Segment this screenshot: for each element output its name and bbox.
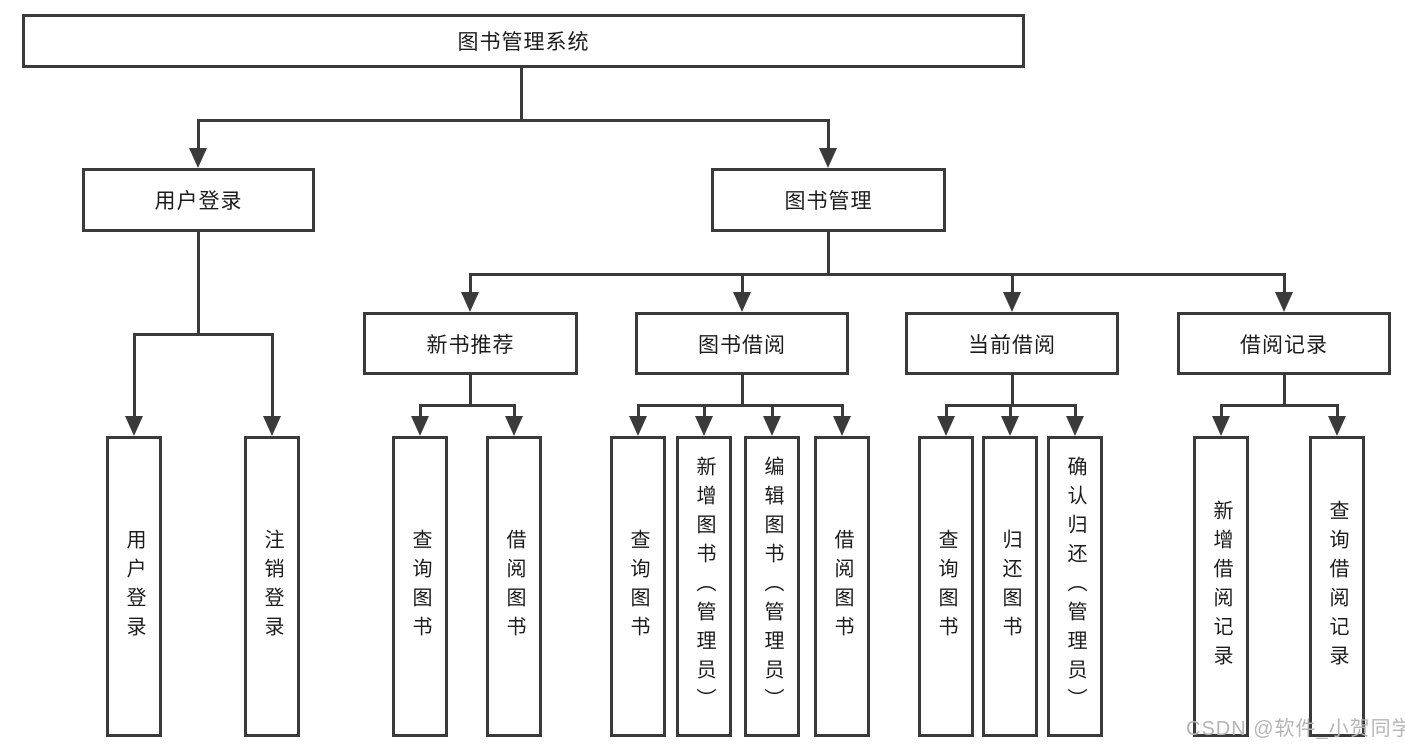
leaf-borrow-borrow-books-label: 借阅图书 — [831, 528, 853, 645]
leaf-records-query-record: 查询借阅记录 — [1309, 436, 1365, 737]
edge-line — [419, 404, 516, 407]
edge-line — [1220, 404, 1339, 407]
edge-line — [841, 404, 844, 416]
leaf-records-add-record-label: 新增借阅记录 — [1210, 499, 1232, 674]
edge-line — [520, 68, 523, 122]
edge-line — [945, 404, 948, 416]
edge-line — [271, 333, 274, 416]
leaf-borrow-borrow-books: 借阅图书 — [814, 436, 870, 737]
node-new-book-recommend-label: 新书推荐 — [426, 333, 515, 357]
leaf-recommend-borrow-books: 借阅图书 — [486, 436, 542, 737]
arrowhead-icon — [1212, 416, 1230, 436]
node-book-borrow: 图书借阅 — [635, 312, 849, 375]
node-user-login-label: 用户登录 — [154, 190, 243, 213]
edge-line — [637, 404, 844, 407]
leaf-records-query-record-label: 查询借阅记录 — [1326, 499, 1348, 674]
edge-line — [197, 119, 200, 148]
leaf-borrow-add-books-admin: 新增图书（管理员） — [676, 436, 732, 737]
leaf-logout: 注销登录 — [244, 436, 300, 737]
leaf-borrow-edit-books-admin-label: 编辑图书（管理员） — [761, 456, 783, 717]
leaf-borrow-edit-books-admin: 编辑图书（管理员） — [744, 436, 800, 737]
edge-line — [741, 375, 744, 407]
node-current-borrow: 当前借阅 — [905, 312, 1119, 375]
leaf-recommend-query-books: 查询图书 — [392, 436, 448, 737]
edge-line — [469, 375, 472, 407]
arrowhead-icon — [819, 148, 837, 168]
node-current-borrow-label: 当前借阅 — [968, 333, 1056, 357]
node-system-root-label: 图书管理系统 — [457, 31, 590, 54]
arrowhead-icon — [189, 148, 207, 168]
leaf-logout-label: 注销登录 — [261, 528, 283, 645]
edge-line — [197, 119, 830, 122]
edge-line — [827, 119, 830, 148]
arrowhead-icon — [1001, 416, 1019, 436]
edge-line — [637, 404, 640, 416]
edge-line — [133, 333, 136, 416]
edge-line — [133, 333, 274, 336]
edge-line — [1011, 273, 1014, 292]
arrowhead-icon — [505, 416, 523, 436]
csdn-watermark: CSDN @软件_小贺同学 — [1186, 718, 1405, 740]
arrowhead-icon — [629, 416, 647, 436]
leaf-current-return-books: 归还图书 — [982, 436, 1038, 737]
edge-line — [741, 273, 744, 292]
node-system-root: 图书管理系统 — [22, 14, 1025, 68]
arrowhead-icon — [411, 416, 429, 436]
edge-line — [1283, 273, 1286, 292]
node-book-borrow-label: 图书借阅 — [698, 333, 786, 357]
node-book-management-label: 图书管理 — [784, 190, 873, 213]
leaf-recommend-query-books-label: 查询图书 — [409, 528, 431, 645]
leaf-current-confirm-return-admin-label: 确认归还（管理员） — [1064, 456, 1086, 717]
arrowhead-icon — [1275, 292, 1293, 312]
leaf-user-login: 用户登录 — [106, 436, 162, 737]
arrowhead-icon — [733, 292, 751, 312]
edge-line — [827, 232, 830, 276]
edge-line — [197, 232, 200, 336]
arrowhead-icon — [1066, 416, 1084, 436]
edge-line — [1283, 375, 1286, 407]
arrowhead-icon — [763, 416, 781, 436]
edge-line — [419, 404, 422, 416]
edge-line — [1336, 404, 1339, 416]
node-borrow-records-label: 借阅记录 — [1240, 333, 1328, 357]
edge-line — [1220, 404, 1223, 416]
leaf-records-add-record: 新增借阅记录 — [1193, 436, 1249, 737]
leaf-borrow-add-books-admin-label: 新增图书（管理员） — [693, 456, 715, 717]
arrowhead-icon — [461, 292, 479, 312]
node-borrow-records: 借阅记录 — [1177, 312, 1391, 375]
arrowhead-icon — [833, 416, 851, 436]
edge-line — [771, 404, 774, 416]
arrowhead-icon — [1003, 292, 1021, 312]
leaf-user-login-label: 用户登录 — [123, 528, 145, 645]
edge-line — [469, 273, 1286, 276]
leaf-current-confirm-return-admin: 确认归还（管理员） — [1047, 436, 1103, 737]
leaf-current-query-books: 查询图书 — [918, 436, 974, 737]
arrowhead-icon — [125, 416, 143, 436]
edge-line — [1009, 404, 1012, 416]
leaf-recommend-borrow-books-label: 借阅图书 — [503, 528, 525, 645]
arrowhead-icon — [1328, 416, 1346, 436]
leaf-borrow-query-books-label: 查询图书 — [627, 528, 649, 645]
edge-line — [1011, 375, 1014, 407]
edge-line — [703, 404, 706, 416]
arrowhead-icon — [937, 416, 955, 436]
node-book-management: 图书管理 — [711, 168, 946, 232]
arrowhead-icon — [263, 416, 281, 436]
leaf-borrow-query-books: 查询图书 — [610, 436, 666, 737]
edge-line — [513, 404, 516, 416]
node-user-login: 用户登录 — [82, 168, 315, 232]
arrowhead-icon — [695, 416, 713, 436]
leaf-current-return-books-label: 归还图书 — [999, 528, 1021, 645]
leaf-current-query-books-label: 查询图书 — [935, 528, 957, 645]
node-new-book-recommend: 新书推荐 — [363, 312, 578, 375]
edge-line — [469, 273, 472, 292]
edge-line — [1074, 404, 1077, 416]
